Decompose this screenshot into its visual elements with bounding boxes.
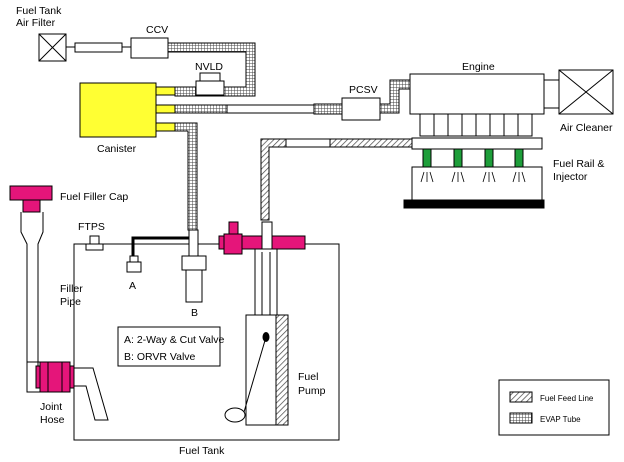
joint-hose <box>35 361 75 393</box>
canister <box>79 82 157 138</box>
legend-feed-label: Fuel Feed Line <box>540 394 594 403</box>
fuel-rail-label-1: Fuel Rail & <box>553 158 604 170</box>
pump-outlet-tube <box>261 221 273 253</box>
filter-ccv-tube <box>74 42 123 53</box>
pcsv-label: PCSV <box>349 84 378 96</box>
engine-base-bar <box>403 199 545 209</box>
pcsv-valve <box>341 97 381 121</box>
nvld-label: NVLD <box>195 61 223 73</box>
evap-tube-canister-orvr <box>174 122 198 231</box>
filler-pipe-label-2: Pipe <box>60 296 81 308</box>
engine-label: Engine <box>462 61 495 73</box>
valve-legend-box <box>117 326 221 367</box>
legend-swatch-feed <box>509 391 533 403</box>
ccv-label: CCV <box>146 24 168 36</box>
ftps-label: FTPS <box>78 221 105 233</box>
fuel-pump-strainer <box>275 314 289 426</box>
fuel-feed-line-connector <box>285 138 331 148</box>
fuel-pump-label-1: Fuel <box>298 371 318 383</box>
fuel-pump-label-2: Pump <box>298 385 326 397</box>
valve-a <box>126 255 142 273</box>
fuel-tank-label: Fuel Tank <box>179 445 225 457</box>
line-legend-box <box>498 379 610 436</box>
tank-inlet-pipe <box>74 367 109 421</box>
nvld-unit <box>195 72 225 96</box>
injectors <box>422 148 524 168</box>
ftps-sensor <box>85 235 104 251</box>
valve-a-label: A <box>129 280 136 292</box>
air-cleaner <box>558 69 614 115</box>
injector-sprays <box>420 171 526 183</box>
joint-hose-label-1: Joint <box>40 401 62 413</box>
purge-tube <box>226 104 315 114</box>
purge-tube-evap <box>313 103 343 115</box>
fuel-tank-air-filter-label-1: Fuel Tank <box>16 5 62 17</box>
air-cleaner-label: Air Cleaner <box>560 122 613 134</box>
fuel-rail <box>411 137 543 150</box>
canister-label: Canister <box>97 143 137 155</box>
valve-b <box>181 229 207 303</box>
joint-hose-label-2: Hose <box>40 414 65 426</box>
pump-neck <box>254 248 278 316</box>
purge-tube-plain <box>174 104 228 114</box>
filler-pipe-label-1: Filler <box>60 283 83 295</box>
filler-pipe <box>20 212 44 363</box>
valve-legend-a: A: 2-Way & Cut Valve <box>124 334 225 346</box>
fuel-feed-line-upper <box>329 138 413 148</box>
fuel-filler-cap <box>9 185 53 213</box>
vent-pipe-magenta <box>218 221 306 255</box>
evap-tube-pcsv-engine <box>379 79 411 114</box>
valve-legend-b: B: ORVR Valve <box>124 351 196 363</box>
legend-evap-label: EVAP Tube <box>540 415 581 424</box>
fuel-feed-line-vertical <box>260 138 287 221</box>
runner-dividers <box>433 114 519 136</box>
ccv-valve <box>130 37 169 59</box>
engine-block <box>409 73 545 115</box>
fuel-rail-label-2: Injector <box>553 171 588 183</box>
fuel-filler-cap-label: Fuel Filler Cap <box>60 191 128 203</box>
intake-duct <box>544 79 559 109</box>
fuel-level-sender <box>224 332 270 423</box>
valve-a-line <box>131 236 189 258</box>
valve-b-label: B <box>191 307 198 319</box>
cylinder-area <box>411 166 543 201</box>
fuel-tank-air-filter-label-2: Air Filter <box>16 17 56 29</box>
legend-swatch-evap <box>509 412 533 424</box>
fuel-tank-air-filter <box>38 33 67 62</box>
